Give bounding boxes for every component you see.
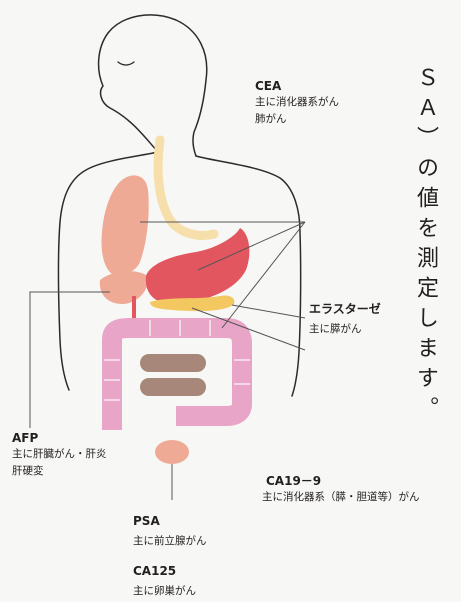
small-intestine-upper — [140, 354, 206, 372]
cea-label: CEA 主に消化器系がん 肺がん — [255, 78, 339, 128]
left-shoulder-outline — [57, 151, 159, 391]
small-intestine-lower — [140, 378, 206, 396]
stomach — [145, 228, 250, 305]
prostate — [155, 440, 189, 464]
afp-desc-2: 肝硬変 — [12, 465, 44, 477]
large-intestine-folds — [104, 320, 250, 401]
ca199-desc: 主に消化器系（膵・胆道等）がん — [262, 491, 420, 503]
elastase-name: エラスターゼ — [309, 302, 381, 316]
right-shoulder-outline — [195, 155, 302, 397]
afp-desc-1: 主に肝臓がん・肝炎 — [12, 448, 107, 460]
ca125-label: CA125 主に卵巣がん — [133, 563, 196, 600]
liver — [101, 175, 149, 275]
body-outline — [57, 14, 302, 397]
cea-leader-stomach — [197, 221, 306, 271]
afp-name: AFP — [12, 431, 39, 445]
closed-eye — [117, 61, 135, 66]
ca199-name: CA19－9 — [266, 474, 322, 488]
ca125-desc: 主に卵巣がん — [133, 585, 196, 597]
ca199-leader — [191, 307, 306, 351]
pancreas — [150, 295, 235, 312]
leader-lines — [29, 221, 306, 500]
liver-lower — [99, 271, 149, 305]
afp-label: AFP 主に肝臓がん・肝炎 肝硬変 — [12, 430, 107, 480]
esophagus — [153, 135, 219, 240]
psa-desc: 主に前立腺がん — [133, 535, 207, 547]
ca125-name: CA125 — [133, 564, 177, 578]
cea-name: CEA — [255, 79, 282, 93]
vertical-caption: ＳＡ）の値を測定します。 — [413, 66, 438, 426]
elastase-desc: 主に膵がん — [309, 323, 362, 335]
cea-desc-2: 肺がん — [255, 113, 287, 125]
psa-label: PSA 主に前立腺がん — [133, 513, 207, 550]
head-outline — [97, 14, 208, 157]
elastase-leader — [231, 304, 306, 319]
cea-desc-1: 主に消化器系がん — [255, 96, 339, 108]
afp-leader — [29, 291, 110, 428]
large-intestine — [102, 318, 252, 430]
cea-leader-colon — [221, 221, 306, 329]
elastase-label: エラスターゼ 主に膵がん — [309, 301, 381, 338]
psa-name: PSA — [133, 514, 160, 528]
ca199-label: CA19－9 主に消化器系（膵・胆道等）がん — [262, 473, 420, 506]
